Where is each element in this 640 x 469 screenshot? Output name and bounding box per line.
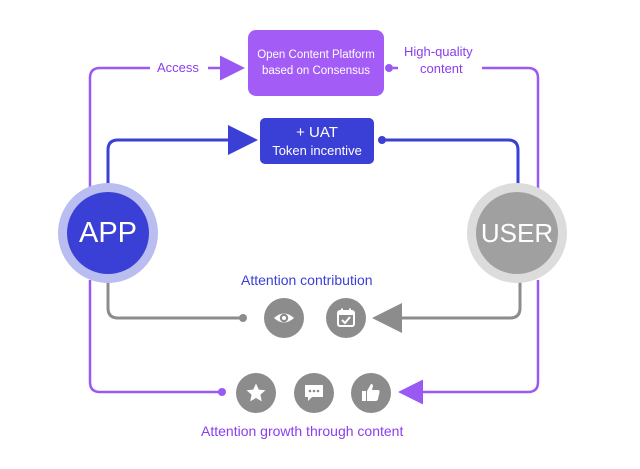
high-quality-label-line2: content xyxy=(420,61,463,76)
contribution-connector-left xyxy=(106,275,243,320)
calendar-check-icon xyxy=(326,298,366,338)
attention-contribution-label: Attention contribution xyxy=(241,272,373,288)
high-quality-connector xyxy=(482,66,540,200)
growth-connector-left xyxy=(88,280,222,394)
growth-connector-right xyxy=(398,280,540,405)
access-label: Access xyxy=(157,60,199,75)
high-quality-label-line1: High-quality xyxy=(404,44,473,59)
attention-growth-label: Attention growth through content xyxy=(201,423,404,439)
star-icon xyxy=(236,373,276,413)
token-box-line1: + UAT xyxy=(296,123,338,141)
platform-right-dot xyxy=(385,64,393,72)
app-node-label: APP xyxy=(78,216,138,249)
platform-box-line2: based on Consensus xyxy=(261,65,371,77)
token-box: + UAT Token incentive xyxy=(260,118,374,164)
user-node-inner: USER xyxy=(476,192,558,274)
app-node: APP xyxy=(58,183,158,283)
thumbs-up-icon xyxy=(351,373,391,413)
app-node-inner: APP xyxy=(67,192,149,274)
comment-icon xyxy=(294,373,334,413)
token-connector-left xyxy=(106,125,258,195)
user-node-label: USER xyxy=(480,217,554,248)
eye-icon xyxy=(264,298,304,338)
contribution-connector-right xyxy=(372,275,522,333)
platform-box: Open Content Platform based on Consensus xyxy=(248,30,384,96)
token-box-line2: Token incentive xyxy=(272,142,362,158)
platform-box-line1: Open Content Platform xyxy=(257,49,375,61)
user-node: USER xyxy=(467,183,567,283)
token-connector-right xyxy=(382,138,520,190)
access-connector xyxy=(88,66,150,200)
